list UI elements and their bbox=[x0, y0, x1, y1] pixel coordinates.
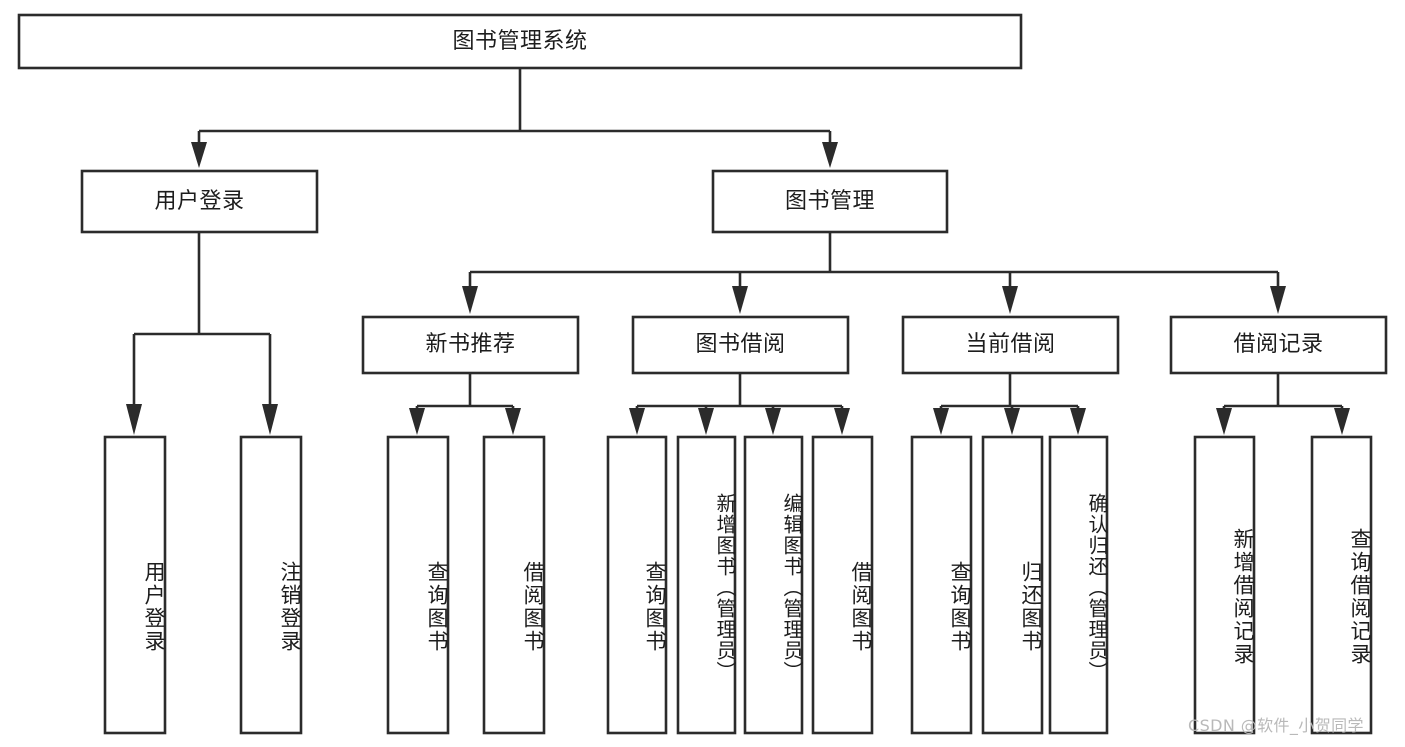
node-box-leaf-confirm-return[interactable] bbox=[1048, 435, 1109, 735]
connectors-root-to-level2 bbox=[191, 68, 838, 168]
connectors-borrowrecord-to-leaves bbox=[1216, 373, 1350, 435]
connectors-bookmanagement-to-level3 bbox=[462, 232, 1286, 314]
node-box-leaf-user-logout[interactable] bbox=[239, 435, 303, 735]
node-box-leaf-query-record[interactable] bbox=[1310, 435, 1373, 735]
node-box-leaf-user-login[interactable] bbox=[103, 435, 167, 735]
node-box-leaf-return-book[interactable] bbox=[981, 435, 1044, 735]
node-box-new-book-recommend[interactable] bbox=[361, 315, 580, 375]
connectors-userlogin-to-leaves bbox=[126, 232, 278, 435]
node-box-book-management[interactable] bbox=[711, 169, 949, 234]
connectors-bookborrow-to-leaves bbox=[629, 373, 850, 435]
node-box-book-borrow[interactable] bbox=[631, 315, 850, 375]
csdn-watermark: CSDN @软件_小贺同学 bbox=[1188, 716, 1364, 735]
node-box-leaf-edit-book[interactable] bbox=[743, 435, 804, 735]
node-box-leaf-borrow-book-2[interactable] bbox=[811, 435, 874, 735]
node-box-leaf-query-book-3[interactable] bbox=[910, 435, 973, 735]
node-box-leaf-borrow-book-1[interactable] bbox=[482, 435, 546, 735]
node-box-leaf-add-book[interactable] bbox=[676, 435, 737, 735]
node-box-leaf-add-record[interactable] bbox=[1193, 435, 1256, 735]
node-box-user-login[interactable] bbox=[80, 169, 319, 234]
connectors-newbook-to-leaves bbox=[409, 373, 521, 435]
node-box-root[interactable] bbox=[17, 13, 1023, 70]
node-box-borrow-record[interactable] bbox=[1169, 315, 1388, 375]
node-box-leaf-query-book-2[interactable] bbox=[606, 435, 668, 735]
node-box-leaf-query-book-1[interactable] bbox=[386, 435, 450, 735]
node-box-current-borrow[interactable] bbox=[901, 315, 1120, 375]
connectors-currentborrow-to-leaves bbox=[933, 373, 1086, 435]
